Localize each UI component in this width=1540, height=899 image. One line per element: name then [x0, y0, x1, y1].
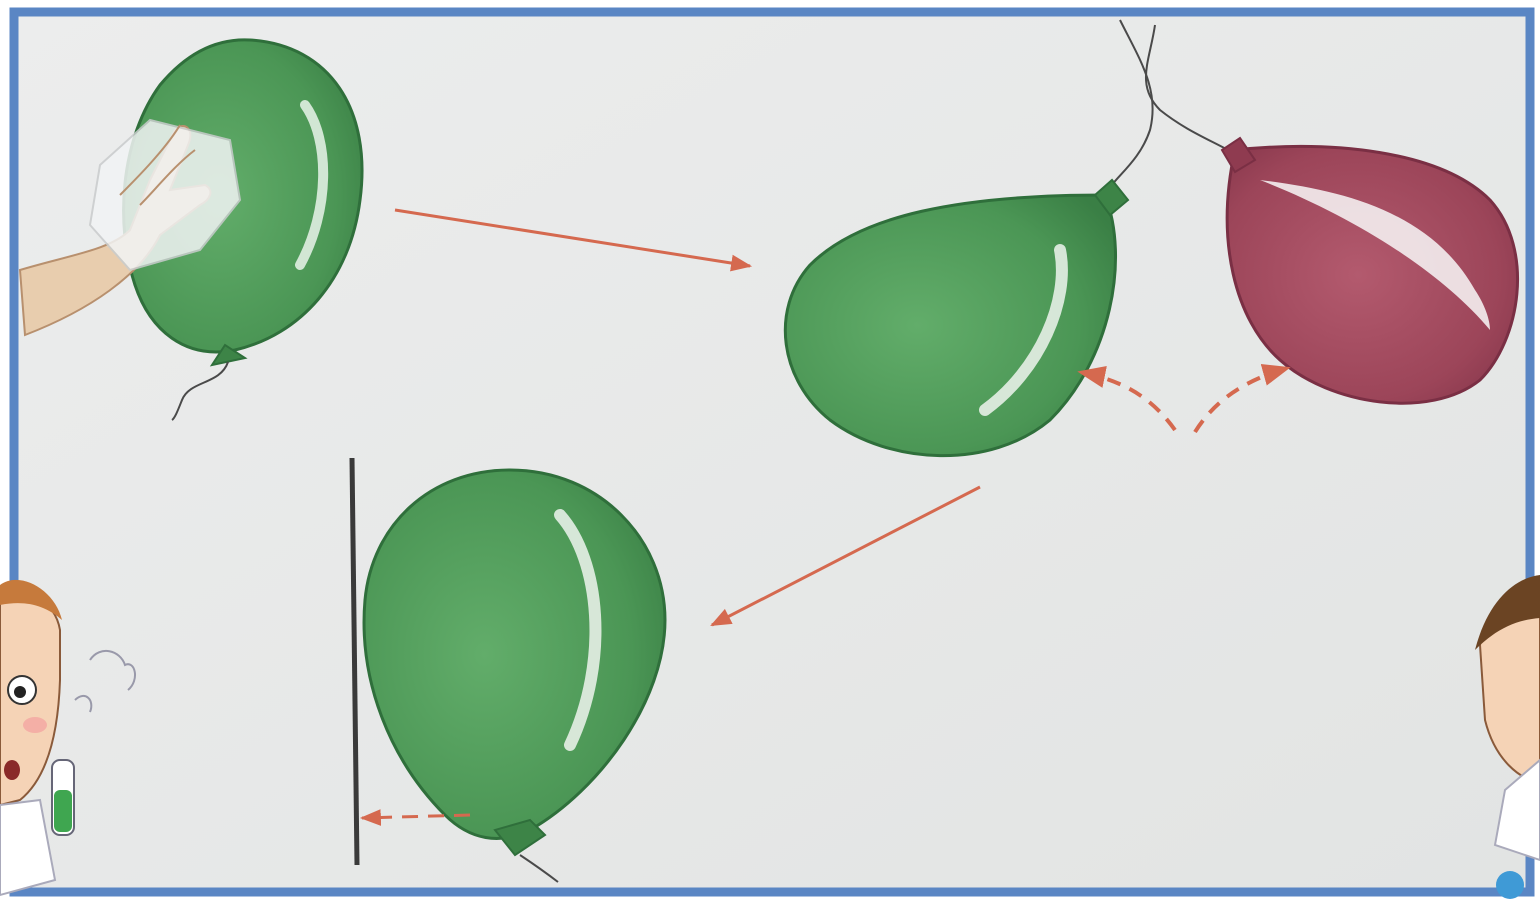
illustration-canvas: [0, 0, 1540, 899]
balloon-static-illustration: [0, 0, 1540, 899]
